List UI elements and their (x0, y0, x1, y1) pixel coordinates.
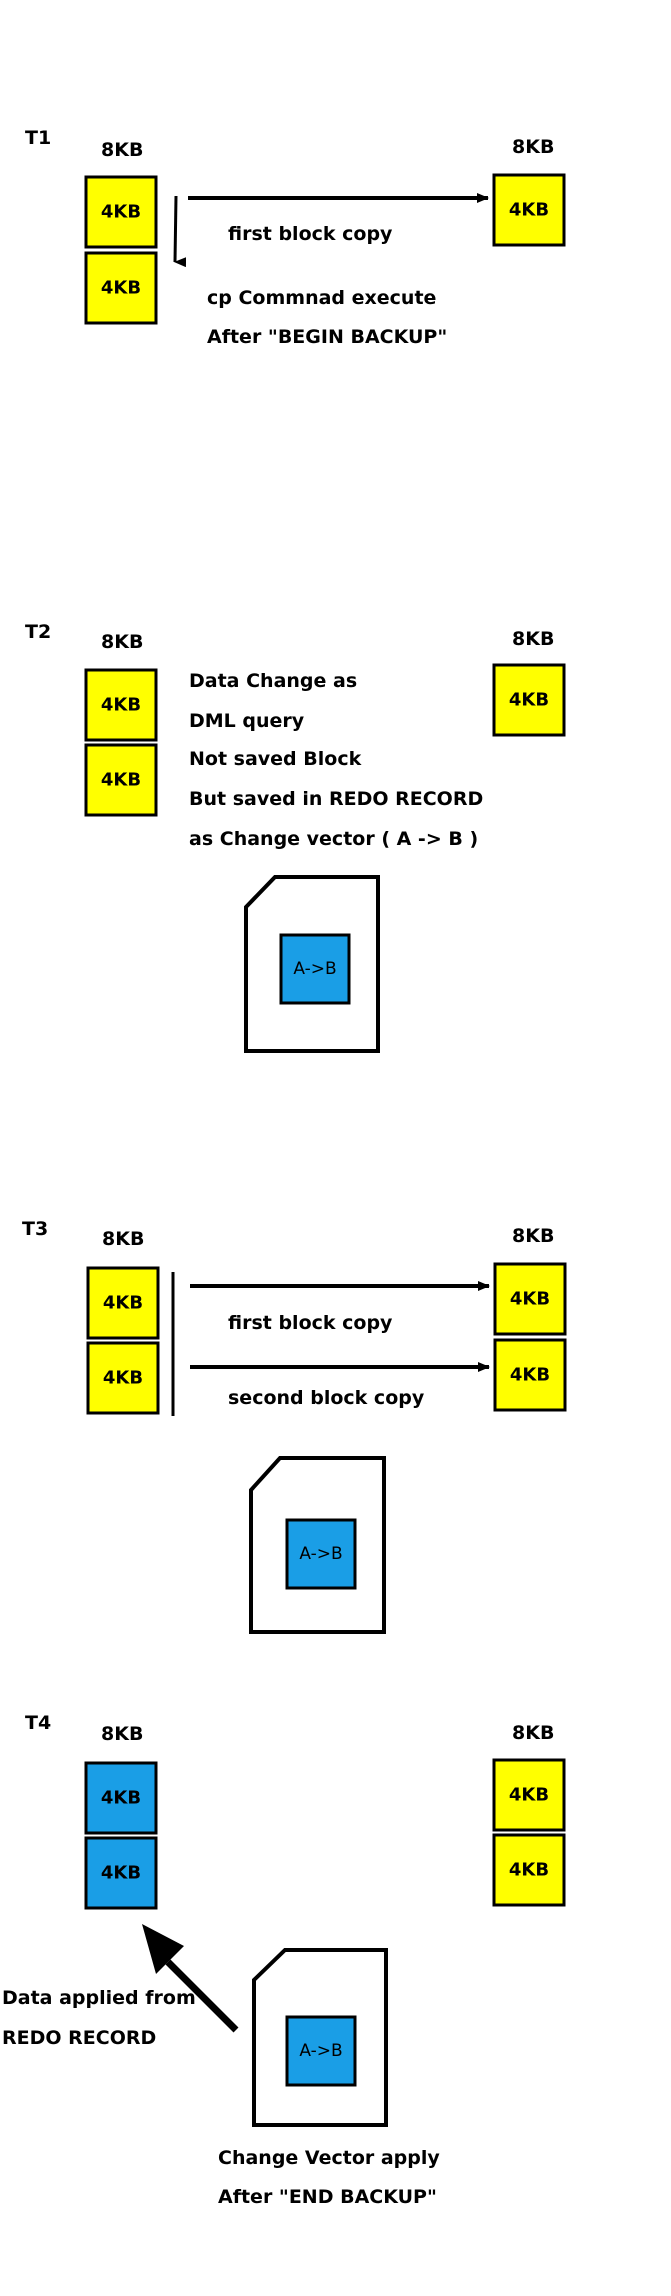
t2-note-line-4: But saved in REDO RECORD (189, 788, 483, 810)
t2-note-line-1: Data Change as (189, 670, 357, 692)
t1-source-block-1-label: 4KB (101, 202, 141, 223)
t1-source-block-1: 4KB (84, 175, 158, 249)
t1-source-size: 8KB (101, 139, 143, 161)
t2-change-vector-block (279, 933, 351, 1005)
t4-left-note-line-2: REDO RECORD (2, 2027, 156, 2049)
t3-dest-block-1-label: 4KB (510, 1289, 550, 1310)
t2-redo-record-document: A->B (244, 875, 380, 1053)
t4-change-vector-block (285, 2015, 357, 2087)
t1-dest-block-1-label: 4KB (509, 200, 549, 221)
t3-redo-record-document: A->B (249, 1456, 386, 1634)
t4-bottom-note-line-2: After "END BACKUP" (218, 2186, 437, 2208)
section-t2: T2 8KB 8KB 4KB 4KB 4KB Data Change as DM… (25, 621, 566, 1053)
t3-source-block-1: 4KB (86, 1266, 160, 1340)
t4-redo-record-document: A->B (252, 1948, 388, 2127)
t2-source-size: 8KB (101, 631, 143, 653)
t1-note-line-2: After "BEGIN BACKUP" (207, 326, 447, 348)
t3-copy-text-1: first block copy (228, 1312, 393, 1334)
t4-left-note-line-1: Data applied from (2, 1987, 196, 2009)
t2-note-line-2: DML query (189, 710, 305, 732)
t1-note-line-1: cp Commnad execute (207, 287, 436, 309)
t4-change-vector-label: A->B (299, 2041, 342, 2061)
t3-source-size: 8KB (102, 1228, 144, 1250)
t4-dest-block-2: 4KB (492, 1833, 566, 1907)
t2-dest-size: 8KB (512, 628, 554, 650)
t3-dest-block-2-label: 4KB (510, 1365, 550, 1386)
t3-dest-block-1: 4KB (493, 1262, 567, 1336)
t1-vertical-arrow (173, 195, 187, 268)
t2-note-line-3: Not saved Block (189, 748, 362, 770)
t3-dest-block-2: 4KB (493, 1338, 567, 1412)
t2-dest-block-1-label: 4KB (509, 690, 549, 711)
t4-dest-block-1-label: 4KB (509, 1785, 549, 1806)
section-t3: T3 8KB 8KB 4KB 4KB 4KB 4KB first block c… (22, 1218, 567, 1634)
t2-note-line-5: as Change vector ( A -> B ) (189, 828, 478, 850)
t2-source-block-2: 4KB (84, 743, 158, 817)
t3-source-block-2: 4KB (86, 1341, 160, 1415)
t4-source-block-1: 4KB (84, 1761, 158, 1835)
t2-source-block-1-label: 4KB (101, 695, 141, 716)
t3-label: T3 (22, 1218, 48, 1240)
t4-dest-block-2-label: 4KB (509, 1860, 549, 1881)
t4-source-block-2: 4KB (84, 1836, 158, 1910)
t2-change-vector-label: A->B (293, 959, 336, 979)
t1-source-block-2: 4KB (84, 251, 158, 325)
t3-source-block-2-label: 4KB (103, 1368, 143, 1389)
t3-copy-text-2: second block copy (228, 1387, 425, 1409)
t4-source-block-1-label: 4KB (101, 1788, 141, 1809)
t3-change-vector-block (285, 1518, 357, 1590)
t2-source-block-2-label: 4KB (101, 770, 141, 791)
t1-source-block-2-label: 4KB (101, 278, 141, 299)
t2-label: T2 (25, 621, 51, 643)
t1-label: T1 (25, 127, 51, 149)
t1-dest-size: 8KB (512, 136, 554, 158)
t4-bottom-note-line-1: Change Vector apply (218, 2147, 440, 2169)
section-t1: T1 8KB 8KB 4KB 4KB 4KB first block copy … (25, 127, 566, 348)
t3-change-vector-label: A->B (299, 1544, 342, 1564)
t1-dest-block-1: 4KB (492, 173, 566, 247)
t4-apply-arrow (142, 1924, 239, 2033)
section-t4: T4 8KB 8KB 4KB 4KB 4KB 4KB Data applied … (2, 1712, 566, 2208)
t3-source-block-1-label: 4KB (103, 1293, 143, 1314)
t4-label: T4 (25, 1712, 51, 1734)
t2-source-block-1: 4KB (84, 668, 158, 742)
t4-source-block-2-label: 4KB (101, 1863, 141, 1884)
t3-dest-size: 8KB (512, 1225, 554, 1247)
t1-copy-text: first block copy (228, 223, 393, 245)
t2-dest-block-1: 4KB (492, 663, 566, 737)
t4-dest-block-1: 4KB (492, 1758, 566, 1832)
t4-dest-size: 8KB (512, 1722, 554, 1744)
t4-source-size: 8KB (101, 1723, 143, 1745)
